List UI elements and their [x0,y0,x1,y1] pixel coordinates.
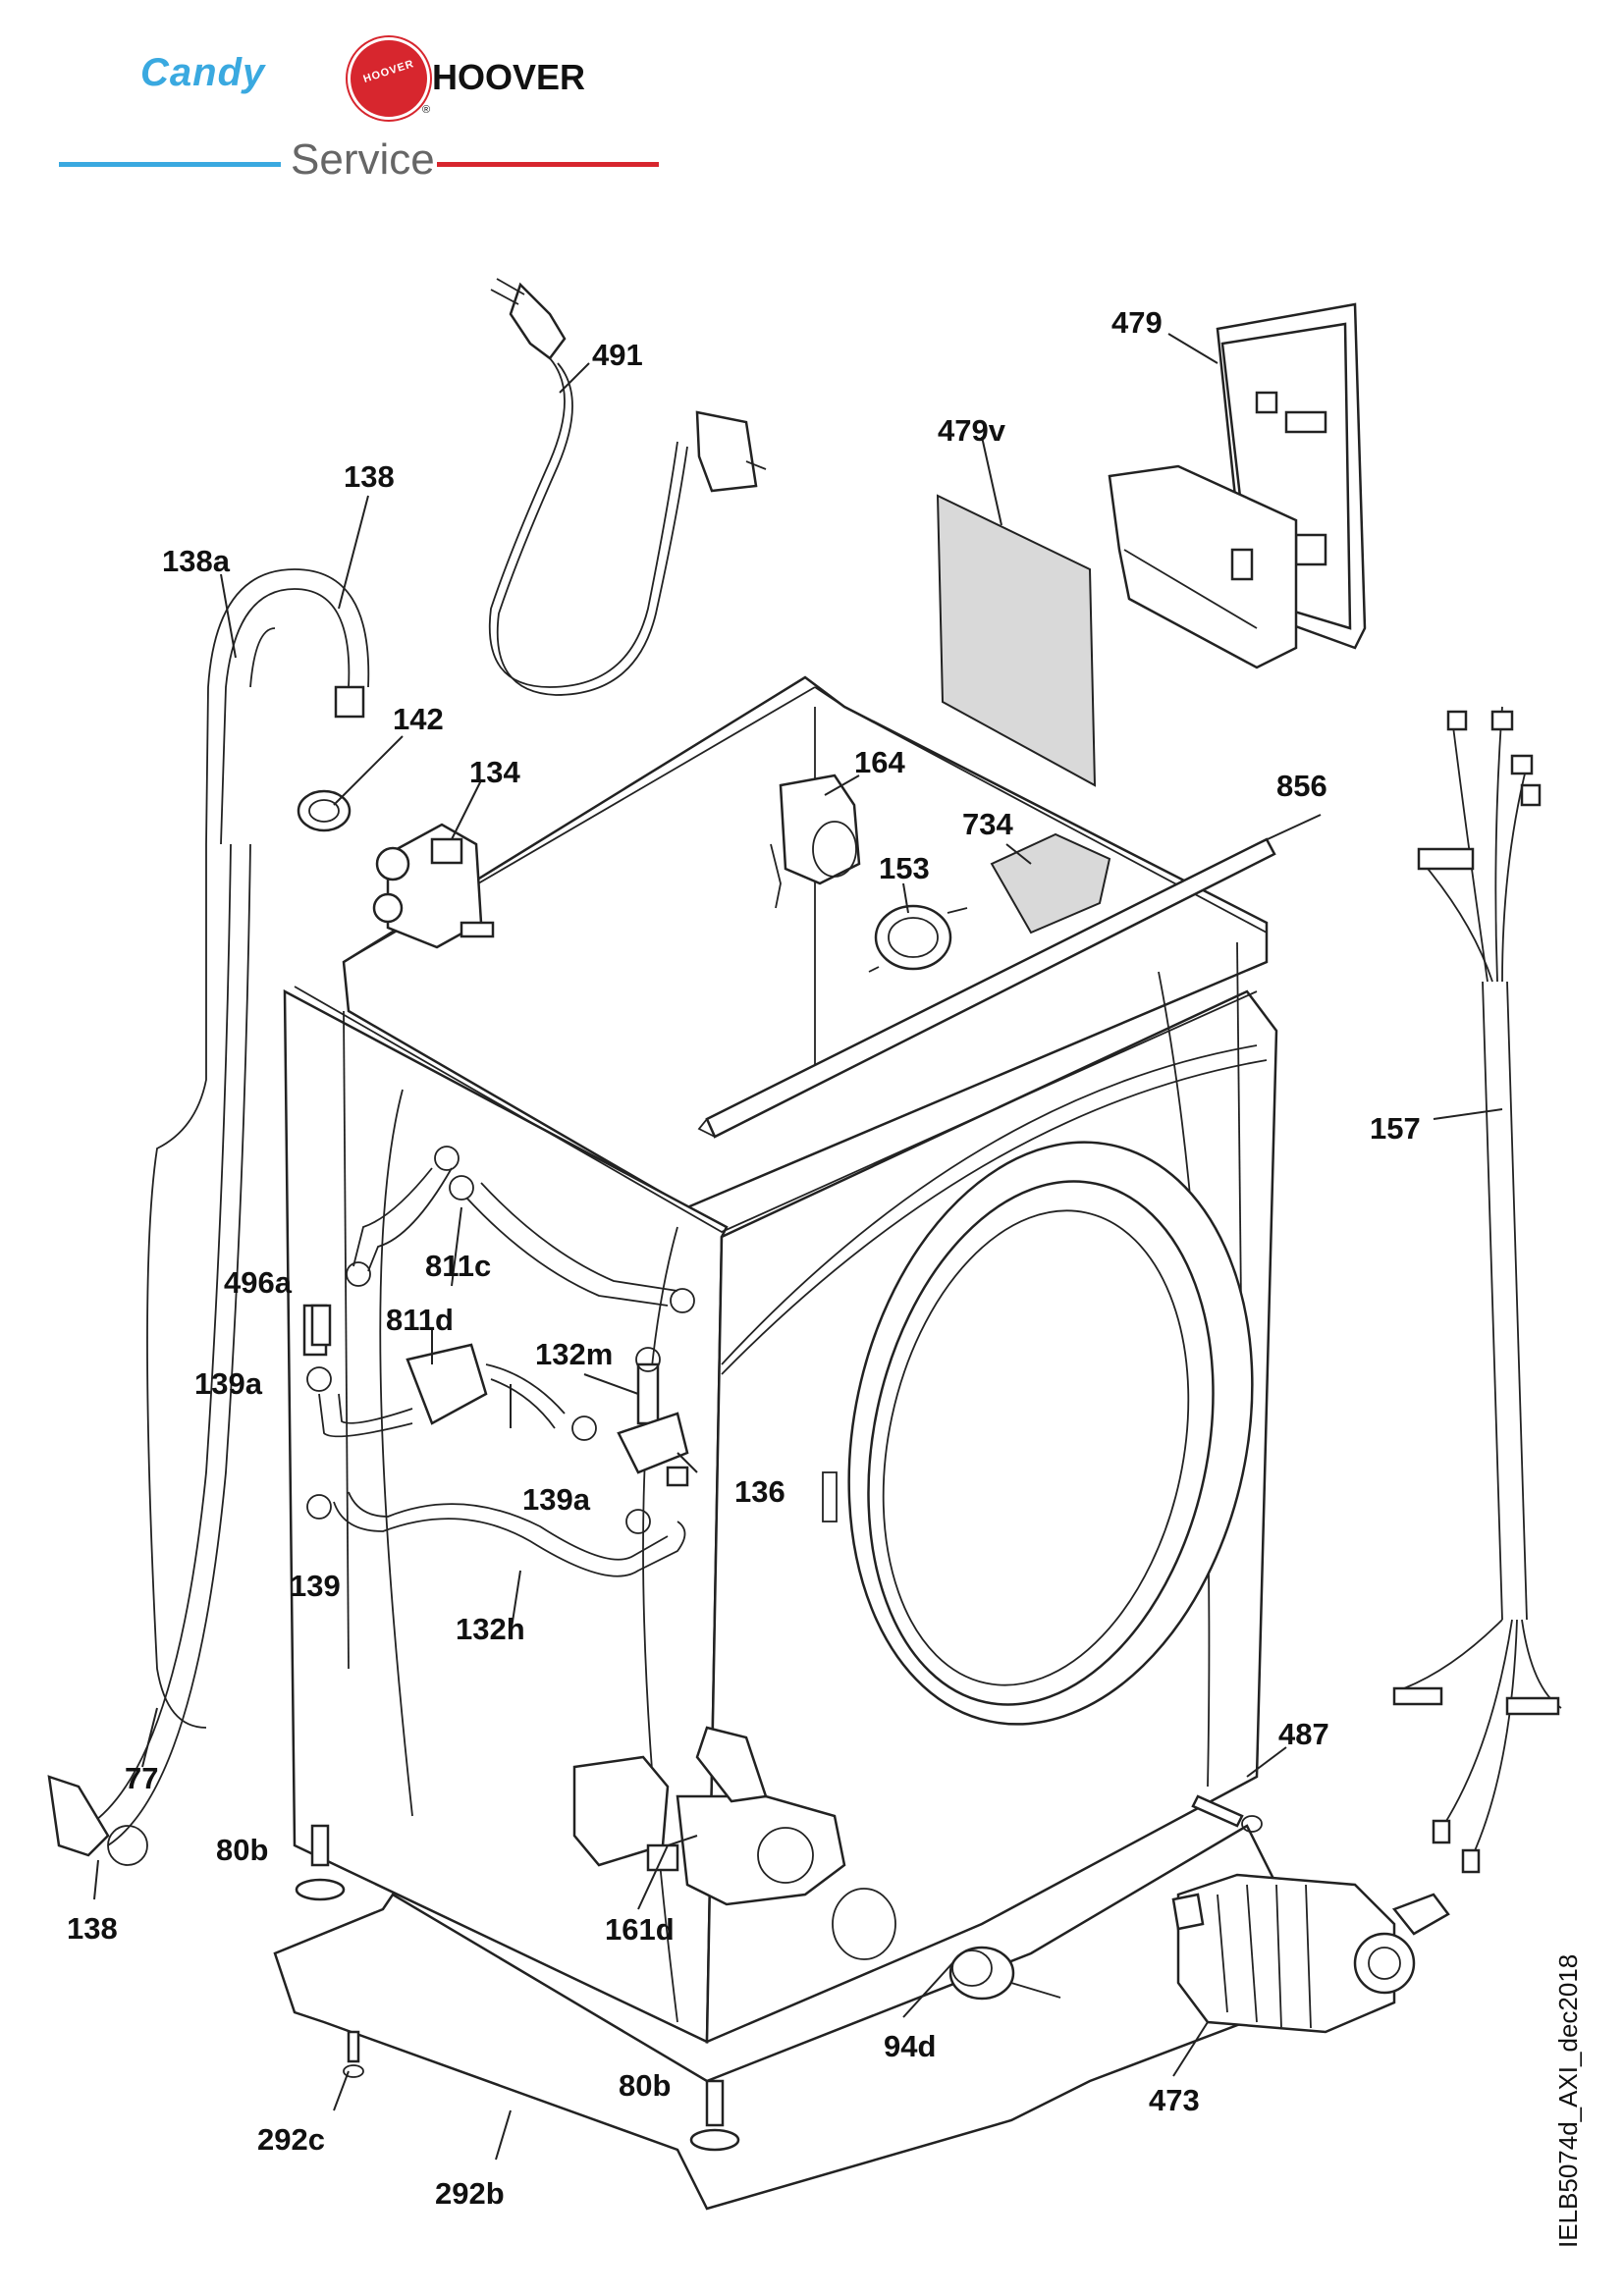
page-header: Candy HOOVER HOOVER ® Service [0,0,1624,196]
label-80b-left: 80b [216,1833,268,1867]
label-487: 487 [1278,1717,1329,1751]
service-title: Service [291,135,435,184]
label-811d: 811d [386,1303,454,1337]
part-479v-sheet [936,494,1097,787]
registered-mark: ® [422,104,431,116]
service-line-blue [59,162,281,167]
part-80b-foot-left [295,1824,346,1901]
cabinet-body [283,675,1278,2044]
label-132m: 132m [535,1337,613,1371]
hoover-logo-text: HOOVER [432,57,586,97]
part-292c-screw [343,2030,364,2078]
label-292b: 292b [435,2176,505,2211]
label-134: 134 [469,755,520,789]
part-479-pcb [1108,302,1367,669]
part-491-mains-cable [488,278,767,696]
label-136: 136 [734,1474,785,1509]
label-138-top: 138 [344,459,395,494]
label-138-bottom: 138 [67,1911,118,1946]
label-292c: 292c [257,2122,325,2157]
label-479: 479 [1111,305,1163,340]
label-139a-mid: 139a [522,1482,591,1517]
label-734: 734 [962,807,1013,841]
candy-logo: Candy [140,51,266,94]
part-138-hoses [47,568,370,1866]
part-473-motor [1171,1873,1450,2034]
part-496a-plug [310,1304,332,1347]
label-491: 491 [592,338,643,372]
service-line-red [437,162,659,167]
label-161d: 161d [605,1912,675,1947]
part-153-pressure-switch [868,904,968,973]
part-734-pad [990,832,1111,934]
label-142: 142 [393,702,444,736]
label-496a: 496a [224,1265,293,1300]
label-138a: 138a [162,544,231,578]
part-487-screw [1191,1794,1263,1833]
document-code: IELB5074d_AXI_dec2018 [1553,1953,1583,2248]
part-157-harness [1392,706,1562,1874]
label-139: 139 [290,1569,341,1603]
part-164-component [770,774,861,909]
label-157: 157 [1370,1111,1421,1146]
label-811c: 811c [425,1249,491,1283]
part-161d-drain-pump [572,1726,846,1906]
hoover-logo-badge: HOOVER [348,37,430,120]
label-473: 473 [1149,2083,1200,2117]
part-internal-hoses [302,1167,689,1577]
label-80b-bottom: 80b [619,2068,671,2103]
label-77: 77 [125,1761,158,1795]
leader-lines [93,333,1503,2161]
part-80b-foot-bottom [689,2079,740,2152]
part-134-inlet-valve [372,823,495,949]
label-139a-left: 139a [194,1366,263,1401]
label-164: 164 [854,745,905,779]
label-94d: 94d [884,2029,936,2063]
label-479v: 479v [938,413,1006,448]
hose-clamps [306,1146,695,1534]
label-132h: 132h [456,1612,525,1646]
label-153: 153 [879,851,930,885]
label-856: 856 [1276,769,1327,803]
part-labels: 491 479 479v 138 138a 142 134 164 734 15… [67,305,1421,2211]
part-94d-filter-cap [948,1946,1061,2001]
part-856-crossbar [697,837,1276,1139]
